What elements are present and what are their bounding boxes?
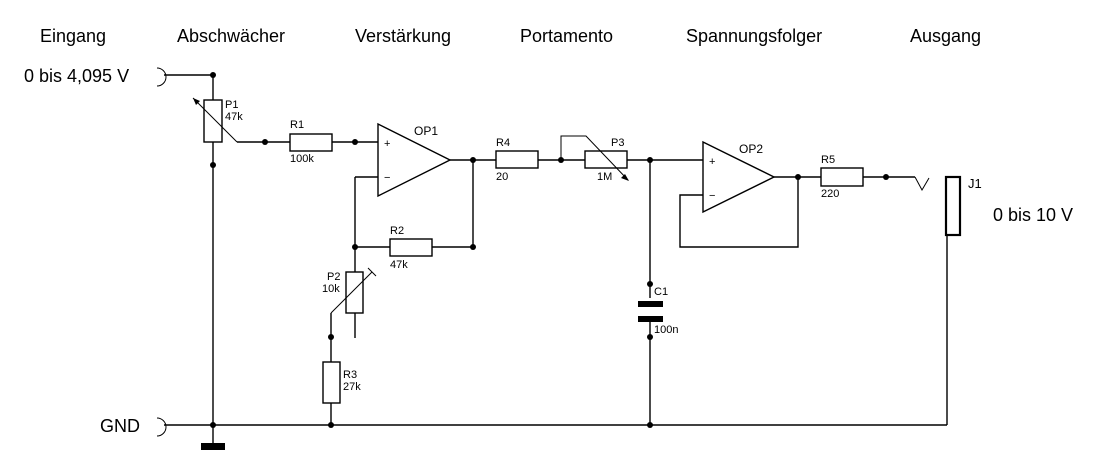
input-range-label: 0 bis 4,095 V xyxy=(24,66,129,86)
junction-node xyxy=(647,334,653,340)
r3-value: 27k xyxy=(343,381,361,393)
junction-node xyxy=(328,422,334,428)
op2-minus-pin: − xyxy=(709,190,715,202)
p1-wiper xyxy=(192,97,238,143)
junction-node xyxy=(262,139,268,145)
r4-value: 20 xyxy=(496,171,508,183)
p1-arrow-icon xyxy=(193,98,200,105)
jack-j1 xyxy=(944,175,962,237)
p3-value: 1M xyxy=(597,171,612,183)
junction-node xyxy=(647,281,653,287)
p3-arrow-icon xyxy=(621,174,629,181)
opamp-op2 xyxy=(702,140,776,214)
p3-ref: P3 xyxy=(611,137,624,149)
junction-node xyxy=(352,139,358,145)
c1-ref: C1 xyxy=(654,286,668,298)
ground-terminal-icon xyxy=(156,417,167,437)
p2-trim-mark-icon xyxy=(367,267,377,277)
output-range-label: 0 bis 10 V xyxy=(993,205,1073,225)
r2-value: 47k xyxy=(390,259,408,271)
section-follower-label: Spannungsfolger xyxy=(686,26,822,46)
resistor-r3 xyxy=(322,361,341,404)
resistor-r2 xyxy=(389,238,433,257)
r5-ref: R5 xyxy=(821,154,835,166)
section-portamento-label: Portamento xyxy=(520,26,613,46)
op1-plus-pin: + xyxy=(384,138,390,150)
r1-ref: R1 xyxy=(290,119,304,131)
junction-node xyxy=(470,244,476,250)
resistor-r5 xyxy=(820,167,864,187)
j1-ref: J1 xyxy=(968,176,982,191)
plug-contact-icon xyxy=(914,176,930,192)
junction-node xyxy=(647,422,653,428)
ground-symbol-icon xyxy=(201,443,225,450)
opamp-op1 xyxy=(377,122,452,198)
op2-ref: OP2 xyxy=(739,142,763,156)
junction-node xyxy=(352,244,358,250)
c1-value: 100n xyxy=(654,324,678,336)
p2-wiper xyxy=(330,271,373,314)
trimmer-p2 xyxy=(345,271,364,314)
junction-node xyxy=(210,162,216,168)
r1-value: 100k xyxy=(290,153,314,165)
r5-value: 220 xyxy=(821,188,839,200)
r3-ref: R3 xyxy=(343,369,357,381)
capacitor-c1-plate xyxy=(638,301,663,307)
section-output-label: Ausgang xyxy=(910,26,981,46)
r2-ref: R2 xyxy=(390,225,404,237)
junction-node xyxy=(883,174,889,180)
op2-plus-pin: + xyxy=(709,156,715,168)
r4-ref: R4 xyxy=(496,137,510,149)
resistor-r4 xyxy=(495,150,539,169)
input-terminal-icon xyxy=(156,67,167,87)
section-input-label: Eingang xyxy=(40,26,106,46)
potentiometer-p1 xyxy=(203,99,223,143)
junction-node xyxy=(795,174,801,180)
p2-ref: P2 xyxy=(327,271,340,283)
resistor-r1 xyxy=(289,133,333,152)
potentiometer-p3 xyxy=(584,150,628,169)
p3-wiper xyxy=(560,135,629,181)
op1-ref: OP1 xyxy=(414,124,438,138)
op1-minus-pin: − xyxy=(384,172,390,184)
capacitor-c1-plate xyxy=(638,316,663,322)
section-attenuator-label: Abschwächer xyxy=(177,26,285,46)
p1-value: 47k xyxy=(225,111,243,123)
ground-label: GND xyxy=(100,416,140,436)
p2-value: 10k xyxy=(322,283,340,295)
p1-ref: P1 xyxy=(225,99,238,111)
section-amplifier-label: Verstärkung xyxy=(355,26,451,46)
wire xyxy=(679,177,799,248)
junction-node xyxy=(328,334,334,340)
